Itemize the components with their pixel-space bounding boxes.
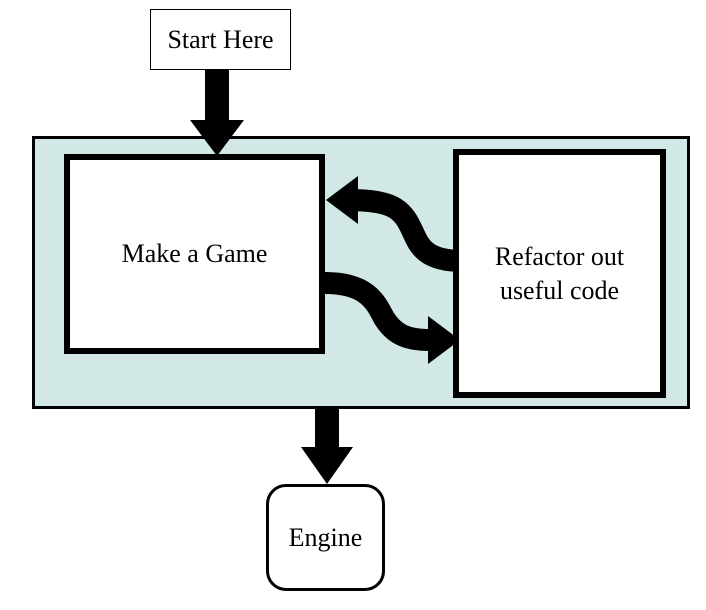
forward-arrow-shaft (324, 272, 431, 351)
start-to-loop-arrow (190, 70, 244, 156)
make-a-game-box: Make a Game (64, 154, 325, 354)
engine-arrow-head (301, 447, 353, 484)
loop-to-engine-arrow (301, 409, 353, 484)
engine-label: Engine (288, 522, 363, 552)
engine-box: Engine (266, 484, 385, 591)
game-to-refactor-arrow (324, 272, 460, 364)
start-here-label: Start Here (167, 24, 274, 54)
return-arrow-head (326, 176, 358, 224)
engine-arrow-shaft (315, 409, 339, 449)
refactor-label: Refactor out useful code (494, 241, 625, 305)
return-arrow-shaft (344, 189, 463, 272)
refactor-box: Refactor out useful code (453, 149, 666, 398)
refactor-to-game-arrow (326, 176, 463, 272)
start-arrow-head (190, 120, 244, 156)
make-a-game-label: Make a Game (121, 239, 268, 268)
start-arrow-shaft (205, 70, 229, 122)
start-here-box: Start Here (150, 9, 291, 70)
forward-arrow-head (428, 316, 460, 364)
